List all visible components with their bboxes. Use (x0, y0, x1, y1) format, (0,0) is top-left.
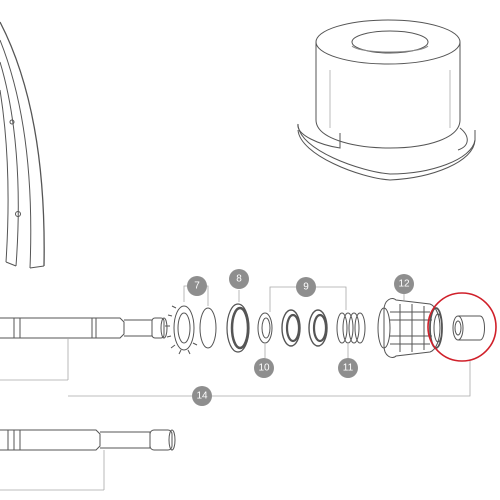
end-cap-small (452, 315, 485, 341)
freehub-body (377, 297, 443, 359)
bearing-left (281, 309, 301, 347)
axle-upper (0, 317, 168, 381)
callout-10-label: 10 (258, 363, 270, 374)
seal-ring (226, 303, 250, 353)
bearing-right (308, 309, 328, 347)
spacer-ring (257, 312, 273, 344)
callout-11-label: 11 (343, 363, 354, 374)
callout-9-label: 9 (303, 282, 309, 293)
callout-7: 7 (187, 276, 207, 296)
ratchet-ring (165, 305, 198, 355)
callout-8-label: 8 (236, 274, 242, 285)
callout-10: 10 (254, 358, 274, 378)
spring (336, 312, 366, 344)
callout-14-label: 14 (196, 391, 208, 402)
callout-14: 14 (192, 386, 212, 406)
callout-12: 12 (394, 274, 414, 294)
end-cap-enlarged (297, 19, 476, 181)
highlight-circle (427, 292, 497, 362)
callout-9: 9 (296, 277, 316, 297)
callout-8: 8 (229, 269, 249, 289)
callout-11: 11 (338, 358, 358, 378)
axle-lower (0, 429, 176, 491)
snap-ring (199, 307, 217, 349)
callout-12-label: 12 (398, 279, 410, 290)
rim (0, 21, 45, 269)
callout-7-label: 7 (194, 281, 200, 292)
